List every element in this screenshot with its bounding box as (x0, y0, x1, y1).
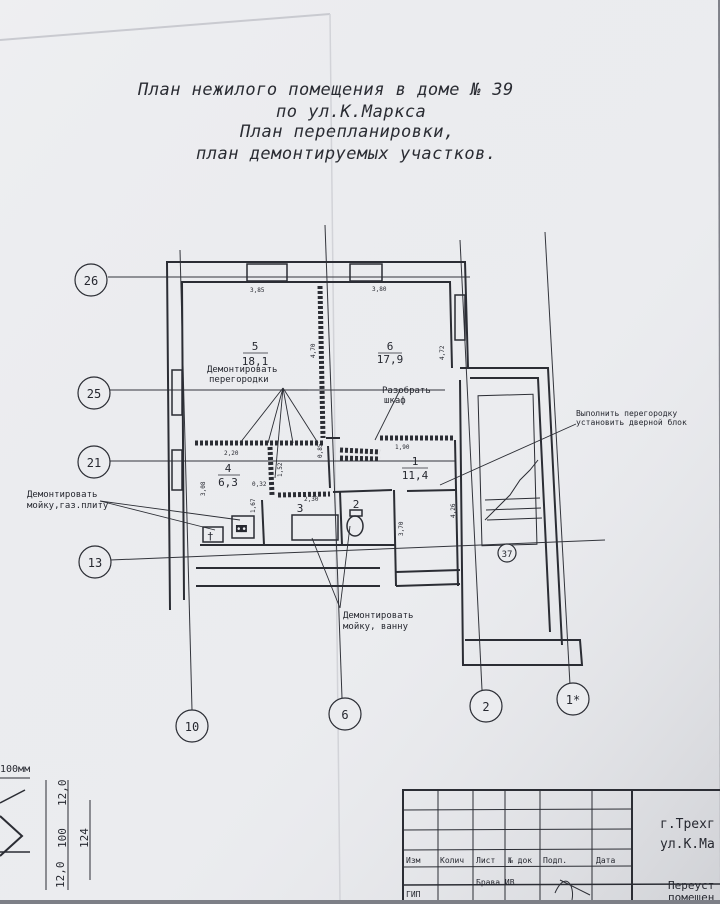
plan-title-line-3: План перепланировки, (240, 122, 455, 142)
dim-0-32: 0,32 (252, 481, 267, 488)
detail-dim-124: 124 (78, 828, 91, 848)
stove-symbol: ◘◘ (235, 525, 247, 535)
stamp-street: ул.К.Ма (660, 837, 715, 852)
dim-4-26: 4,26 (450, 503, 457, 518)
title-block-text: Изм Колич Лист № док Подп. Дата ГИП Брав… (406, 817, 715, 904)
fold-line (329, 13, 341, 901)
notes: Демонтировать перегородки Разобрать шкаф… (27, 365, 687, 632)
title-block (402, 789, 720, 904)
note-dismantle-cabinet-1: Разобрать (382, 385, 431, 396)
note-demolish-partitions-1: Демонтировать (207, 365, 277, 375)
axis-label-21: 21 (87, 456, 101, 470)
dim-1-90: 1,90 (395, 444, 410, 451)
plan-title-line-1: План нежилого помещения в доме № 39 (138, 80, 514, 100)
dim-3-08: 3,08 (200, 481, 207, 496)
room-3-number: 3 (297, 502, 304, 515)
detail-unit: 100мм (0, 764, 30, 775)
dim-3-70: 3,70 (398, 521, 405, 536)
room-6-area: 17,9 (377, 353, 404, 366)
stamp-header-izm: Изм (406, 856, 421, 865)
axis-label-2: 2 (482, 700, 489, 714)
dim-4-72: 4,72 (439, 345, 446, 360)
room-2-number: 2 (353, 498, 360, 511)
dim-0-85: 0,85 (317, 443, 324, 458)
note-demolish-partitions-2: перегородки (209, 375, 269, 385)
dim-3-80: 3,80 (372, 286, 387, 293)
room-5-area: 18,1 (242, 355, 269, 368)
room-labels: 5 18,1 6 17,9 4 6,3 1 11,4 3 2 (218, 340, 429, 515)
dim-2-20: 2,20 (224, 450, 239, 457)
room-4-number: 4 (225, 462, 232, 475)
axis-label-13: 13 (88, 556, 102, 570)
stamp-desc-2: помещен (668, 891, 714, 900)
plan-title-line-2: по ул.К.Маркса (276, 102, 427, 122)
partition-detail: 100мм 12,0 100 12,0 124 (0, 764, 91, 890)
note-build-partition-2: установить дверной блок (576, 417, 687, 427)
axis-label-6: 6 (341, 708, 348, 722)
plan-title-line-4: план демонтируемых участков. (196, 144, 497, 164)
sink-symbol: † (207, 530, 214, 543)
room-4-area: 6,3 (218, 476, 238, 489)
detail-dim-12-bottom: 12,0 (54, 862, 67, 889)
dim-3-85: 3,85 (250, 287, 265, 294)
stair-label-37: 37 (502, 550, 513, 560)
axis-bubbles (74, 263, 590, 743)
partitions (261, 437, 456, 546)
stamp-header-kolich: Колич (440, 856, 464, 865)
dim-1-52: 1,52 (277, 462, 284, 477)
grid-axis-lines (108, 224, 606, 711)
room-6-number: 6 (387, 340, 394, 353)
note-dismantle-cabinet-2: шкаф (384, 396, 406, 406)
note-demolish-sink-stove-1: Демонтировать (27, 490, 97, 500)
stamp-city: г.Трехг (660, 817, 715, 832)
room-1-number: 1 (412, 455, 419, 468)
dim-2-30: 2,30 (304, 496, 319, 503)
note-demolish-sink-bath-2: мойку, ванну (343, 622, 409, 632)
stamp-name: Брава ИВ (476, 878, 515, 887)
detail-dim-100: 100 (56, 828, 69, 848)
plumbing-fixtures (202, 509, 364, 543)
detail-dim-12-top: 12,0 (56, 780, 69, 807)
window-openings (171, 263, 466, 491)
dim-1-67: 1,67 (250, 498, 257, 513)
note-demolish-sink-bath-1: Демонтировать (343, 611, 413, 621)
room-5-number: 5 (252, 340, 259, 353)
stamp-gip: ГИП (406, 890, 421, 899)
dim-4-70: 4,70 (310, 343, 317, 358)
demolished-partitions (195, 285, 455, 498)
axis-label-1: 1* (566, 693, 580, 707)
axis-label-25: 25 (87, 387, 101, 401)
signature (554, 879, 591, 901)
stamp-header-podp: Подп. (543, 856, 567, 865)
note-demolish-sink-stove-2: мойку,газ.плиту (27, 501, 109, 511)
axis-label-26: 26 (84, 274, 98, 288)
fold-line (0, 13, 331, 41)
outer-walls (165, 261, 584, 666)
stamp-header-doc: № док (507, 856, 532, 865)
stamp-header-list: Лист (476, 856, 495, 865)
axis-label-10: 10 (185, 720, 199, 734)
stamp-desc-1: Переуст (668, 879, 714, 892)
room-1-area: 11,4 (402, 469, 429, 482)
dimension-labels: 3,85 3,80 4,70 4,72 2,20 1,90 1,52 0,85 … (200, 286, 457, 536)
note-build-partition-1: Выполнить перегородку (576, 409, 677, 418)
stamp-header-data: Дата (596, 856, 615, 865)
annotation-leaders (99, 387, 577, 609)
